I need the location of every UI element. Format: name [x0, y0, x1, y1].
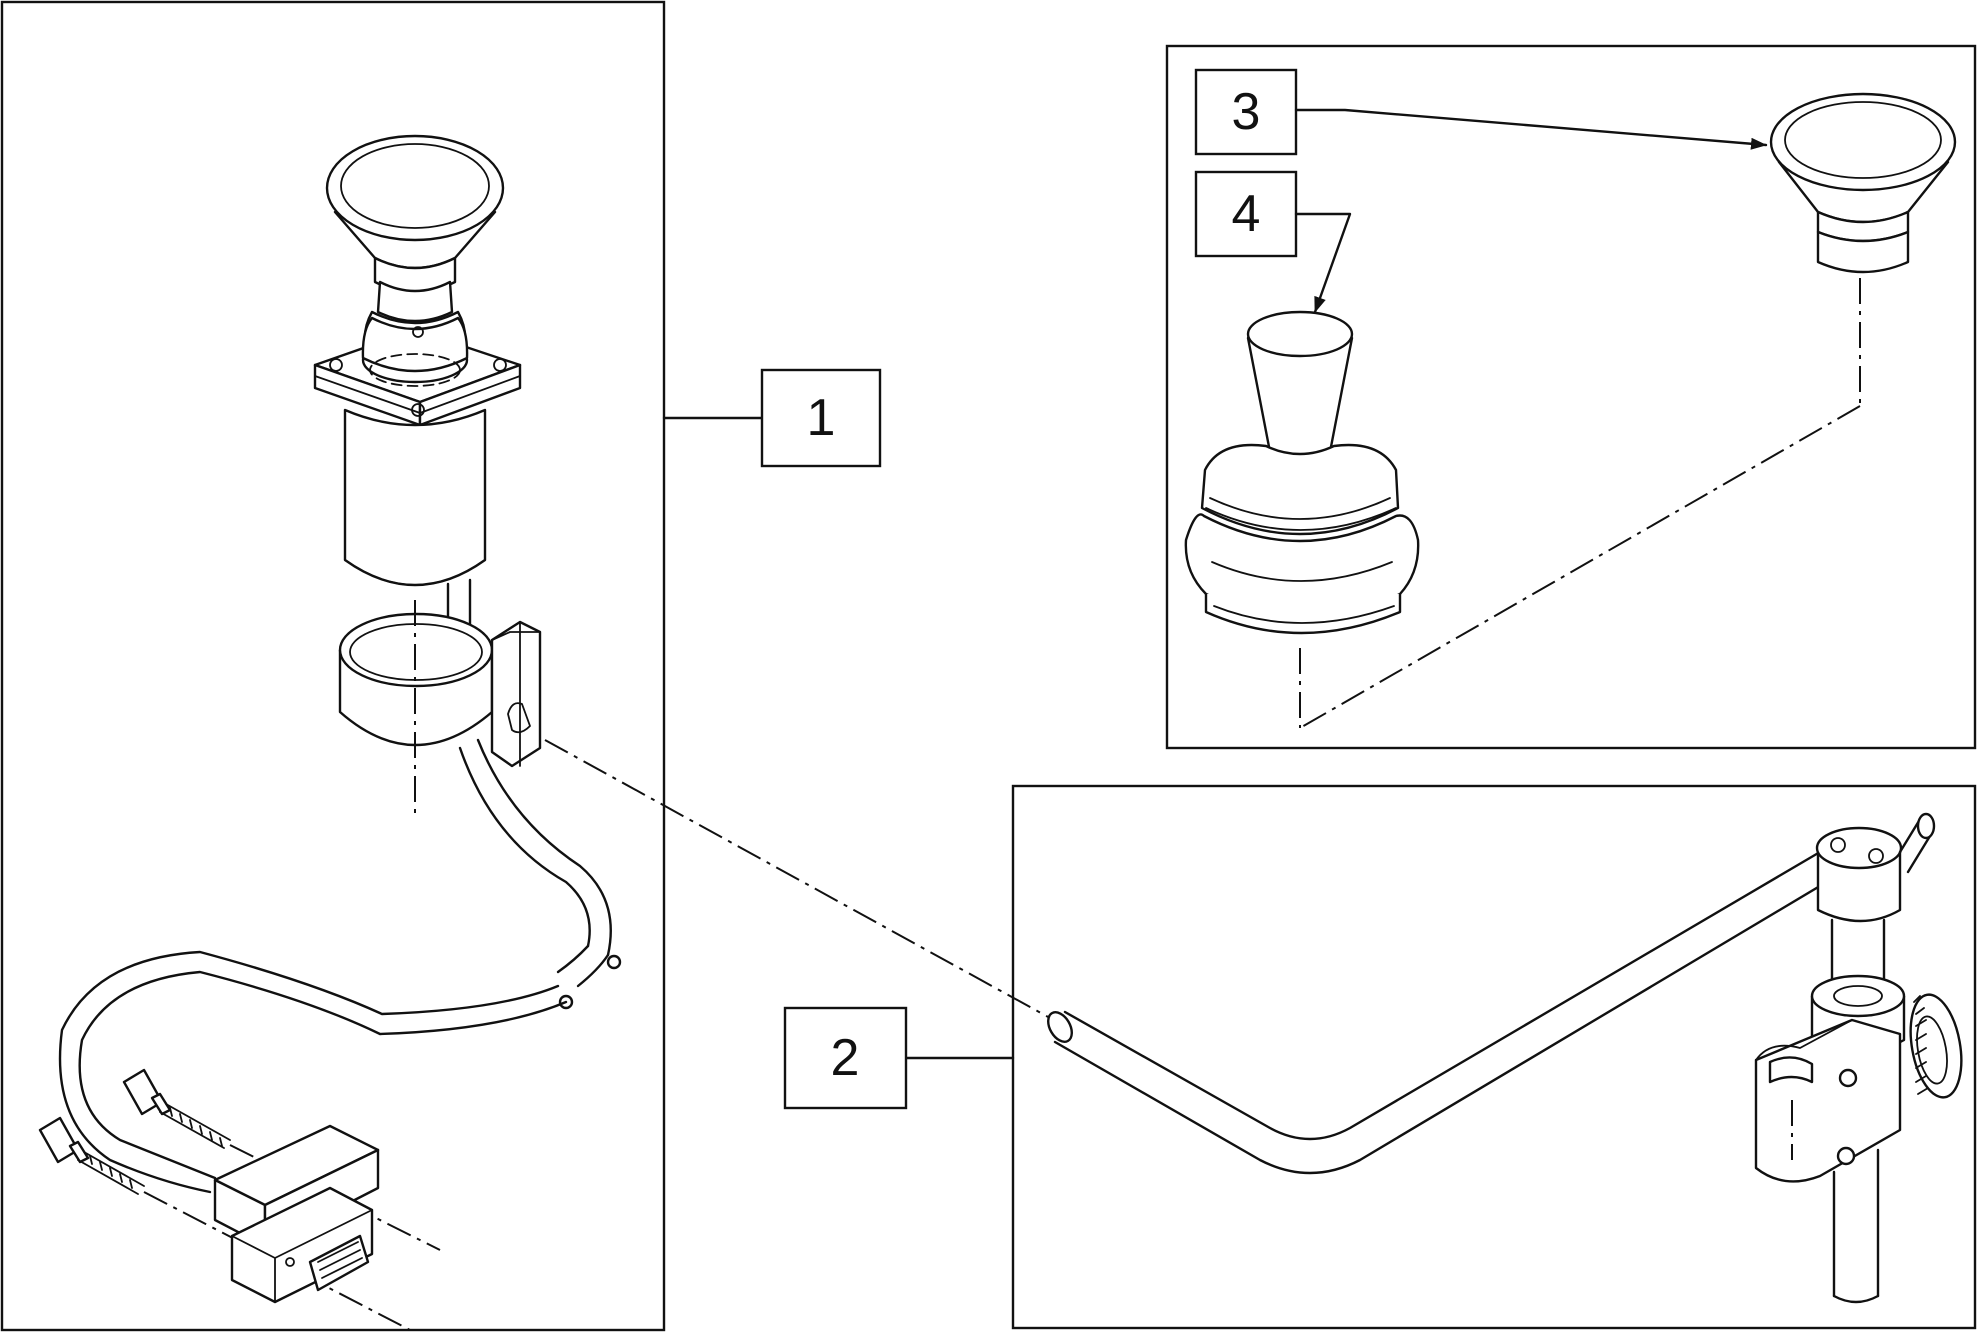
module-cylinder-drawing	[343, 408, 487, 587]
callout-4: 4	[1194, 170, 1298, 258]
callout-2: 2	[783, 1006, 908, 1110]
cable-drawing	[58, 738, 622, 1194]
callout-3: 3	[1194, 68, 1298, 156]
knob-alignment-line	[1299, 405, 1861, 729]
leader-arrow-3	[1294, 108, 1768, 150]
thumb-screw-lower	[38, 1116, 411, 1331]
callout-1: 1	[760, 368, 882, 468]
panel-joystick-module	[0, 0, 666, 1332]
connector-drawing	[213, 1124, 380, 1304]
clamp-ring-drawing	[338, 578, 542, 820]
callout-2-label: 2	[831, 1029, 860, 1087]
callout-1-label: 1	[807, 389, 836, 447]
callout-4-label: 4	[1232, 185, 1261, 243]
leader-arrow-4	[1294, 212, 1352, 314]
panel-knob-options	[1165, 44, 1977, 750]
mounting-plate-drawing	[313, 316, 522, 427]
callout-3-label: 3	[1232, 83, 1261, 141]
thumb-screw-upper	[122, 1068, 441, 1251]
mushroom-knob-drawing	[1769, 92, 1957, 406]
mounting-arm-drawing	[1047, 812, 1963, 1304]
tapered-knob-drawing	[1184, 310, 1420, 635]
assembly-centerline	[544, 739, 1051, 1019]
